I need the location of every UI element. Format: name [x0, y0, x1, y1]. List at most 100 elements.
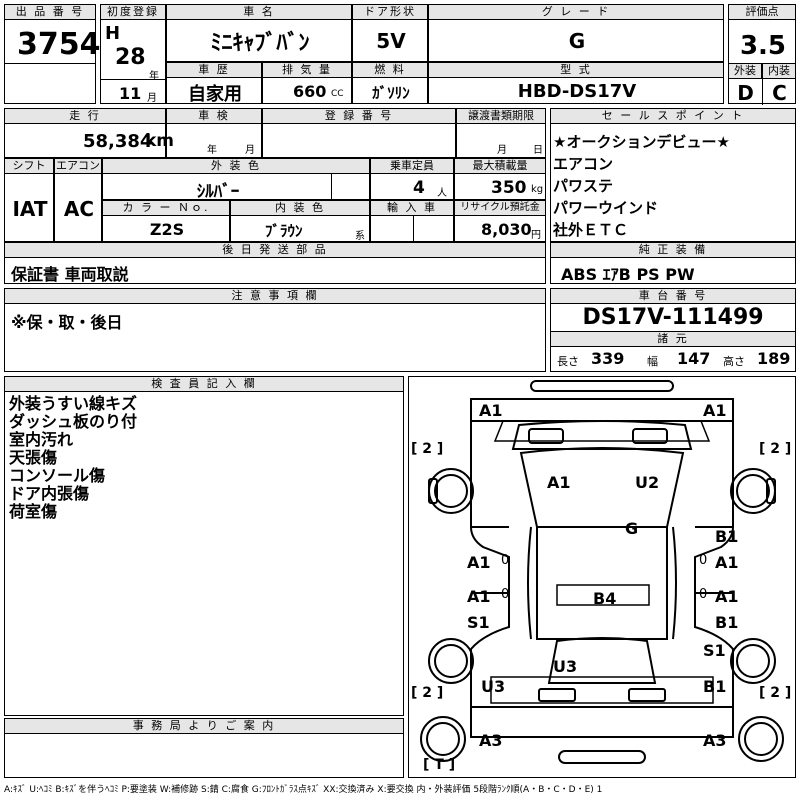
sales-point-item: 社外ＥＴＣ	[553, 221, 629, 239]
displacement-value: 660	[293, 82, 327, 101]
shift-cell: シフト IAT	[4, 158, 54, 242]
inspection-year-unit: 年	[207, 145, 217, 156]
zero-mark: 0	[501, 553, 510, 568]
later-parts-label: 後 日 発 送 部 品	[4, 242, 546, 258]
sales-points-cell: セ ー ル ス ポ イ ン ト ★オークションデビュー★ エアコン パワステ パ…	[550, 108, 796, 242]
ext-score-value: D	[737, 81, 754, 105]
sales-point-item: パワステ	[553, 177, 614, 195]
car-name-label: 車 名	[166, 4, 352, 20]
color-number-label: カ ラ ー Ｎｏ.	[102, 200, 230, 216]
registration-number-label: 登 録 番 号	[262, 108, 456, 124]
import-label: 輸 入 車	[370, 200, 454, 216]
damage-mark: B1	[715, 613, 739, 632]
zero-mark: 0	[699, 587, 708, 602]
damage-mark: S1	[703, 641, 726, 660]
color-number-value: Z2S	[149, 220, 185, 239]
import-cell: 輸 入 車	[370, 200, 454, 242]
genuine-equipment-cell: 純 正 装 備 ABS ｴｱB PS PW	[550, 242, 796, 284]
damage-mark: U2	[635, 473, 660, 492]
sales-points-label: セ ー ル ス ポ イ ン ト	[550, 108, 796, 124]
mileage-value: 58,384	[83, 131, 153, 152]
year-value: 28	[115, 45, 146, 70]
genuine-equipment-label: 純 正 装 備	[550, 242, 796, 258]
max-load-cell: 最大積載量 350 kg	[454, 158, 546, 200]
inspector-note: ドア内張傷	[9, 484, 90, 503]
sales-points-list: ★オークションデビュー★ エアコン パワステ パワーウインド 社外ＥＴＣ	[553, 131, 730, 241]
length-label: 長さ	[557, 355, 579, 368]
recycle-unit: 円	[531, 230, 541, 241]
car-outline-drawing	[420, 380, 784, 764]
door-label: ドア形状	[352, 4, 428, 20]
damage-mark: A3	[479, 731, 503, 750]
notes-value: ※保・取・後日	[11, 313, 123, 332]
lot-number-value: 3754	[17, 27, 101, 62]
mileage-label: 走 行	[4, 108, 166, 124]
inspector-note: 荷室傷	[9, 502, 58, 521]
grade-label: グ レ ー ド	[428, 4, 724, 20]
shift-label: シフト	[4, 158, 54, 174]
interior-color-value: ﾌﾞﾗｳﾝ	[265, 222, 303, 240]
tire-label: [ 2 ]	[411, 441, 444, 457]
registration-number-cell: 登 録 番 号	[262, 108, 456, 158]
damage-mark: B4	[593, 589, 617, 608]
inspection-label: 車 検	[166, 108, 262, 124]
damage-mark: A1	[467, 587, 491, 606]
first-registration-cell: 初度登録 H 28 年 11 月	[100, 4, 166, 104]
capacity-cell: 乗車定員 4 人	[370, 158, 454, 200]
chassis-cell: 車 台 番 号 DS17V-111499 諸 元 長さ 339 幅 147 高さ…	[550, 288, 796, 372]
inspector-notes-list: 外装うすい線キズ ダッシュ板のり付 室内汚れ 天張傷 コンソール傷 ドア内張傷 …	[9, 395, 137, 521]
fuel-cell: 燃 料 ｶﾞｿﾘﾝ	[352, 62, 428, 104]
damage-mark: A3	[703, 731, 727, 750]
damage-mark: A1	[715, 587, 739, 606]
inspector-note: 外装うすい線キズ	[9, 394, 138, 413]
divider	[331, 174, 332, 200]
recycle-value: 8,030	[481, 220, 532, 239]
score-value: 3.5	[739, 31, 787, 61]
car-diagram: A1 A1 A1 U2 G A1 B1 A1 A1 S1 B4 A1 B1 U3…	[408, 376, 796, 778]
max-load-unit: kg	[531, 184, 544, 195]
zero-mark: 0	[699, 553, 708, 568]
notes-cell: 注 意 事 項 欄 ※保・取・後日	[4, 288, 546, 372]
office-info-label: 事 務 局 よ り ご 案 内	[4, 718, 404, 734]
history-value: 自家用	[188, 84, 242, 105]
divider	[413, 216, 414, 242]
model-value: HBD-DS17V	[517, 81, 637, 102]
door-cell: ドア形状 5V	[352, 4, 428, 62]
office-info-cell: 事 務 局 よ り ご 案 内	[4, 718, 404, 778]
inspector-notes-cell: 検 査 員 記 入 欄 外装うすい線キズ ダッシュ板のり付 室内汚れ 天張傷 コ…	[4, 376, 404, 716]
damage-mark: U3	[553, 657, 578, 676]
divider	[4, 63, 96, 64]
car-name-value: ﾐﾆｷｬﾌﾞﾊﾞﾝ	[210, 31, 310, 56]
aircon-label: エアコン	[54, 158, 102, 174]
month-unit: 月	[147, 93, 157, 104]
month-value: 11	[119, 84, 142, 103]
displacement-label: 排 気 量	[262, 62, 352, 78]
recycle-cell: リサイクル預託金 8,030 円	[454, 200, 546, 242]
lot-number-label: 出 品 番 号	[4, 4, 96, 20]
divider	[762, 79, 763, 105]
inspector-notes-label: 検 査 員 記 入 欄	[4, 376, 404, 392]
interior-color-cell: 内 装 色 ﾌﾞﾗｳﾝ 系	[230, 200, 370, 242]
displacement-unit: CC	[331, 89, 344, 99]
inspection-cell: 車 検 年 月	[166, 108, 262, 158]
sales-point-item: ★オークションデビュー★	[553, 133, 730, 151]
capacity-value: 4	[413, 178, 425, 198]
damage-mark: A1	[715, 553, 739, 572]
fuel-label: 燃 料	[352, 62, 428, 78]
sales-point-item: パワーウインド	[553, 199, 659, 217]
inspector-note: ダッシュ板のり付	[9, 412, 138, 431]
model-cell: 型 式 HBD-DS17V	[428, 62, 724, 104]
height-label: 高さ	[723, 355, 745, 368]
transfer-deadline-cell: 譲渡書類期限 月 日	[456, 108, 546, 158]
inspector-note: コンソール傷	[9, 466, 106, 485]
inspection-month-unit: 月	[245, 145, 255, 156]
damage-mark: A1	[467, 553, 491, 572]
inspector-note: 室内汚れ	[9, 430, 74, 449]
shift-value: IAT	[12, 197, 48, 221]
height-value: 189	[757, 349, 791, 368]
exterior-color-value: ｼﾙﾊﾞｰ	[196, 182, 240, 202]
damage-mark: B1	[703, 677, 727, 696]
grade-cell: グ レ ー ド G	[428, 4, 724, 62]
score-cell: 評価点 3.5 外装 内装 D C	[728, 4, 796, 105]
tire-label: [ T ]	[423, 757, 456, 773]
